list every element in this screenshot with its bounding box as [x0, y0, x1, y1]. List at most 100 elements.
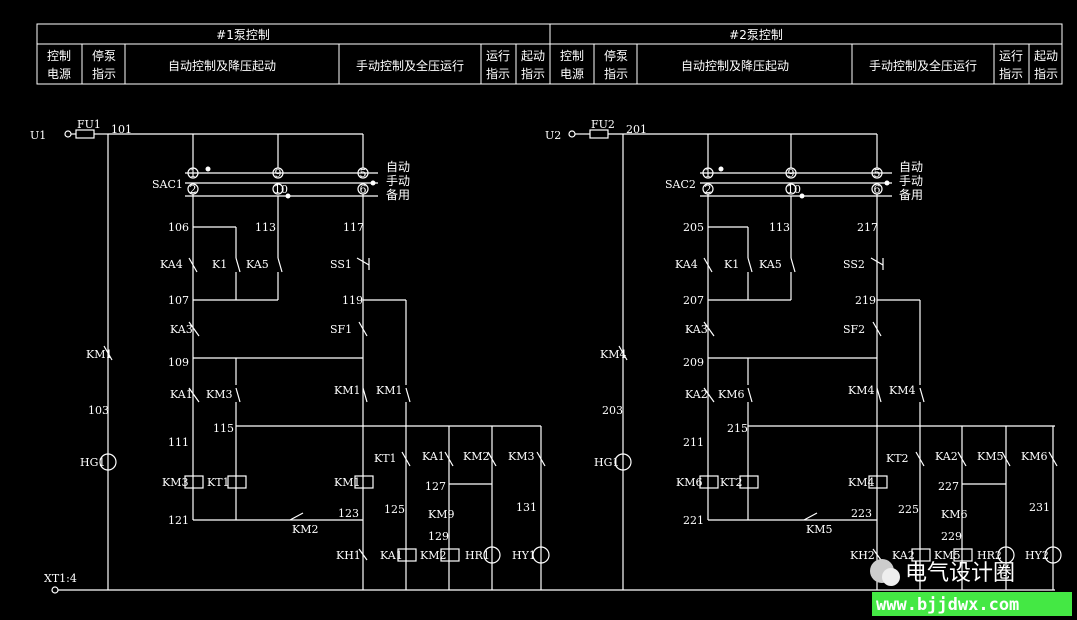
c2-node-203: 203 — [602, 404, 623, 417]
c2-hr2: HR2 — [977, 549, 1002, 562]
c1-ka4: KA4 — [160, 258, 183, 271]
c1-ss1: SS1 — [330, 258, 352, 271]
c2-node-229: 229 — [941, 530, 962, 543]
col-auto-control: 自动控制及降压起动 — [168, 59, 276, 73]
circuit-2: 1 9 5 2 10 6 自动 手动 备用 SAC2 — [541, 129, 1062, 591]
circuit-1: 1 9 5 2 10 6 自动 手动 备用 SAC1 — [51, 129, 550, 594]
c2-node-217: 217 — [857, 221, 878, 234]
c1-node-107: 107 — [168, 294, 189, 307]
c1-node-125: 125 — [384, 503, 405, 516]
c1-km2-coil: KM2 — [420, 549, 446, 562]
c1-node-109: 109 — [168, 356, 189, 369]
circuit-2-labels: U2 FU2 201 205 113 217 KA4 K1 KA5 SS2 20… — [545, 118, 1050, 562]
c1-km1a: KM1 — [334, 384, 360, 397]
c2-km6: KM6 — [718, 388, 744, 401]
sac1-mode-manual: 手动 — [386, 174, 410, 188]
c1-fuse-label: FU1 — [77, 118, 101, 131]
c2-sf2: SF2 — [843, 323, 865, 336]
col2-stop-indicator-l2: 指示 — [604, 66, 628, 81]
c1-ka1b: KA1 — [422, 450, 445, 463]
c1-node-103: 103 — [88, 404, 109, 417]
c2-node-207: 207 — [683, 294, 704, 307]
sac1-mode-auto: 自动 — [386, 160, 410, 174]
c2-ka3: KA3 — [685, 323, 708, 336]
watermark-text: 电气设计圈 — [905, 561, 1015, 586]
c2-ka2: KA2 — [685, 388, 708, 401]
c2-ka4: KA4 — [675, 258, 698, 271]
c2-hy2: HY2 — [1025, 549, 1049, 562]
col2-control-power-l1: 控制 — [560, 49, 584, 63]
col-stop-indicator-l2: 指示 — [92, 66, 116, 81]
c2-node-227: 227 — [938, 480, 959, 493]
sac2-label: SAC2 — [665, 178, 696, 191]
sac1-terminal-9: 9 — [275, 167, 282, 180]
c1-node-117: 117 — [343, 221, 364, 234]
c1-xt-label: XT1:4 — [44, 572, 77, 585]
sac2-terminal-6: 6 — [874, 183, 881, 196]
c2-fuse-label: FU2 — [591, 118, 615, 131]
c2-km6c: KM6 — [941, 508, 967, 521]
c2-kt2-coil: KT2 — [720, 476, 743, 489]
c2-node-221: 221 — [683, 514, 704, 527]
c1-node-115: 115 — [213, 422, 234, 435]
c2-ss2: SS2 — [843, 258, 865, 271]
col2-run-indicator-l1: 运行 — [999, 49, 1023, 63]
col2-start-indicator-l2: 指示 — [1034, 66, 1058, 81]
c1-hr1: HR1 — [465, 549, 490, 562]
c2-node-201: 201 — [626, 123, 647, 136]
sac2-mode-auto: 自动 — [899, 160, 923, 174]
c2-ka2b: KA2 — [935, 450, 958, 463]
c1-kh1: KH1 — [336, 549, 361, 562]
c1-node-121: 121 — [168, 514, 189, 527]
c1-km2-nc: KM2 — [292, 523, 318, 536]
c1-km9: KM9 — [428, 508, 454, 521]
c2-node-215: 215 — [727, 422, 748, 435]
sac1-terminal-10: 10 — [274, 183, 288, 196]
c1-ka1-coil: KA1 — [380, 549, 403, 562]
c1-ka5: KA5 — [246, 258, 269, 271]
sac2-terminal-1: 1 — [705, 167, 712, 180]
col-manual-control: 手动控制及全压运行 — [356, 58, 464, 73]
col-run-indicator-l1: 运行 — [486, 49, 510, 63]
c1-km3b: KM3 — [508, 450, 534, 463]
col-run-indicator-l2: 指示 — [486, 66, 510, 81]
c2-km5: KM5 — [977, 450, 1003, 463]
c2-km4-coil: KM4 — [848, 476, 874, 489]
header-table: #1泵控制 #2泵控制 控制 电源 停泵 指示 自动控制及降压起动 手动控制及全… — [36, 23, 1063, 85]
c1-sf1: SF1 — [330, 323, 352, 336]
col-stop-indicator-l1: 停泵 — [92, 48, 116, 63]
c1-node-101: 101 — [111, 123, 132, 136]
c2-node-223: 223 — [851, 507, 872, 520]
col2-auto-control: 自动控制及降压起动 — [681, 59, 789, 73]
col2-start-indicator-l1: 起动 — [1034, 49, 1058, 63]
c1-kt1-coil: KT1 — [207, 476, 230, 489]
c2-node-225: 225 — [898, 503, 919, 516]
col-control-power-l2: 电源 — [47, 67, 71, 81]
sac2-terminal-10: 10 — [787, 183, 801, 196]
sac1-terminal-1: 1 — [190, 167, 197, 180]
c1-node-131: 131 — [516, 501, 537, 514]
c2-km6-coil: KM6 — [676, 476, 702, 489]
c2-node-231: 231 — [1029, 501, 1050, 514]
col2-run-indicator-l2: 指示 — [999, 66, 1023, 81]
col-start-indicator-l1: 起动 — [521, 49, 545, 63]
col2-manual-control: 手动控制及全压运行 — [869, 58, 977, 73]
c2-km4b: KM4 — [889, 384, 915, 397]
c2-km6b: KM6 — [1021, 450, 1047, 463]
c2-km4-stop: KM4 — [600, 348, 626, 361]
c1-node-123: 123 — [338, 507, 359, 520]
c2-supply-label: U2 — [545, 129, 561, 142]
c1-km1b: KM1 — [376, 384, 402, 397]
c2-node-209: 209 — [683, 356, 704, 369]
c2-ka5: KA5 — [759, 258, 782, 271]
c1-km3: KM3 — [206, 388, 232, 401]
group1-title: #1泵控制 — [216, 28, 270, 42]
c2-kt2: KT2 — [886, 452, 909, 465]
c2-k1: K1 — [724, 258, 739, 271]
c1-node-127: 127 — [425, 480, 446, 493]
circuit-1-labels: U1 FU1 101 106 113 117 KA4 K1 KA5 SS1 10… — [30, 118, 537, 585]
c1-hg1: HG1 — [80, 456, 105, 469]
c1-node-129: 129 — [428, 530, 449, 543]
c1-kt1: KT1 — [374, 452, 397, 465]
